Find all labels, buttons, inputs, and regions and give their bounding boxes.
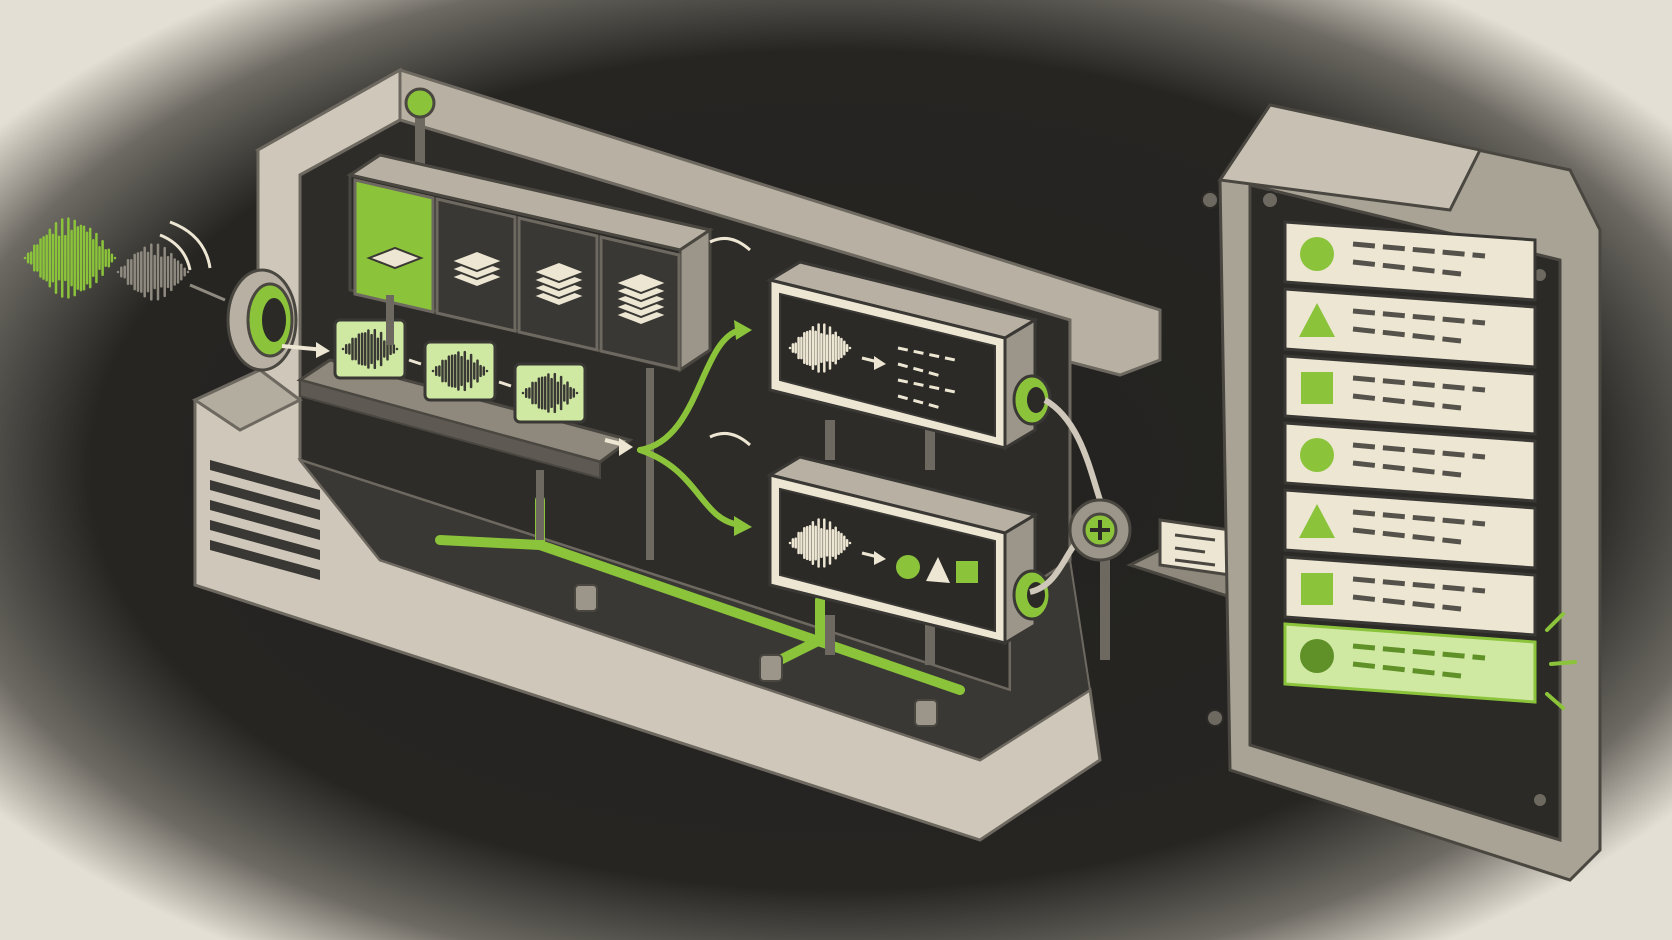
waveform-chunk-icon: [333, 318, 407, 380]
chunk-conveyor: [296, 358, 634, 540]
waveform-chunk-icon: [513, 362, 587, 424]
model-size-option[interactable]: [517, 216, 599, 352]
circle-shape: [1300, 438, 1334, 472]
branch-arrowheads: [734, 320, 752, 536]
result-list-icon: [1283, 220, 1537, 302]
layer-stack-icon: [530, 260, 588, 308]
trough-top: [191, 368, 303, 432]
square-shape: [1301, 372, 1333, 404]
model-size-option[interactable]: [599, 235, 681, 371]
layer-stack-icon: [366, 246, 424, 270]
circle-shape: [1300, 237, 1334, 271]
selector-lever-knob[interactable]: [404, 87, 436, 119]
shapes-icon: [896, 555, 978, 583]
circle-shape: [1300, 639, 1334, 673]
cabinet-bolts: [1201, 191, 1548, 808]
merge-junction: [1029, 397, 1132, 660]
model-size-option[interactable]: [435, 197, 517, 333]
triangle-shape: [1299, 504, 1335, 538]
trough-floor: [297, 458, 1092, 762]
model-size-selector: [346, 87, 714, 560]
waveform-to-text-icon: [788, 323, 956, 410]
output-cabinet: [1201, 103, 1602, 882]
processor-waveform-to-shapes: [709, 431, 1052, 665]
sound-wave-icon: [23, 217, 226, 302]
highlight-burst: [1545, 612, 1577, 710]
result-list-icon: [1283, 555, 1537, 637]
triangle-shape: [1299, 303, 1335, 337]
result-list-icon: [1283, 421, 1537, 503]
processor-waveform-to-text: [709, 236, 1052, 470]
result-list-icon: [1283, 287, 1537, 369]
model-size-option[interactable]: [353, 178, 435, 314]
text-lines-icon: [897, 346, 956, 410]
vent-grille: [210, 460, 320, 580]
waveform-chunk-icon: [423, 340, 497, 402]
branch-arrows: [637, 327, 743, 528]
layer-stack-icon: [448, 249, 506, 289]
result-list-icon: [1283, 354, 1537, 436]
pipe-clamps: [574, 584, 938, 727]
result-list-icon: [1283, 612, 1577, 710]
square-shape: [1301, 573, 1333, 605]
waveform-to-shapes-icon: [788, 518, 978, 583]
layer-stack-icon: [612, 271, 670, 327]
result-list-icon: [1283, 488, 1537, 570]
input-port: [226, 268, 298, 372]
